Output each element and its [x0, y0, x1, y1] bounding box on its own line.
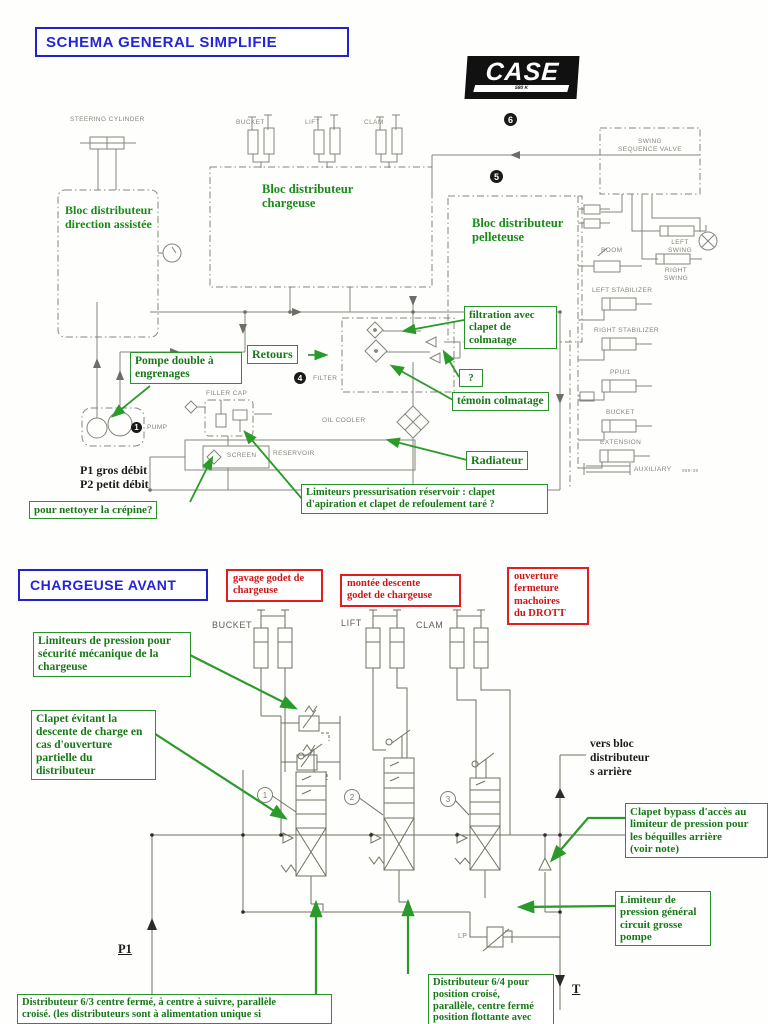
label-clam-top: CLAM — [364, 119, 384, 126]
note-filtration: filtration avec clapet de colmatage — [464, 306, 557, 349]
note-limiteurs-pression: Limiteurs de pression pour sécurité méca… — [33, 632, 191, 677]
label-steering-cylinder: STEERING CYLINDER — [70, 116, 145, 123]
note-crepine: pour nettoyer la crépine? — [29, 501, 158, 520]
label-right-stabilizer: RIGHT STABILIZER — [594, 327, 660, 334]
label-bucket-bottom: BUCKET — [212, 620, 253, 630]
block-pelleteuse: Bloc distributeur pelleteuse — [472, 216, 564, 245]
chargeuse-lines — [150, 609, 640, 1012]
note-retours: Retours — [247, 345, 298, 365]
label-oil-cooler: OIL COOLER — [322, 417, 366, 424]
label-pump: PUMP — [147, 424, 168, 431]
note-vers-bloc: vers bloc distributeur s arrière — [590, 738, 650, 778]
marker-6: 6 — [504, 113, 517, 126]
label-extension: EXTENSION — [600, 439, 642, 446]
label-filter: FILTER — [313, 375, 338, 382]
case-logo-text: CASE — [484, 58, 561, 86]
schema-title: SCHEMA GENERAL SIMPLIFIE — [46, 33, 278, 51]
annotation-arrows — [110, 319, 468, 503]
annotation-arrows-bottom — [145, 649, 625, 994]
label-lift-bottom: LIFT — [341, 618, 362, 628]
note-limiteur-general: Limiteur de pression général circuit gro… — [615, 891, 711, 947]
note-clapet-descente: Clapet évitant la descente de charge en … — [31, 710, 156, 781]
chargeuse-arrowheads — [147, 788, 565, 987]
marker-valve-3: 3 — [440, 791, 456, 807]
label-fig-no: 989-38 — [682, 468, 699, 473]
label-left-swing: LEFT SWING — [668, 239, 693, 255]
label-lp: LP — [458, 933, 468, 940]
note-ouverture-drott: ouverture fermeture machoires du DROTT — [507, 567, 589, 625]
marker-4: 4 — [294, 372, 306, 384]
label-left-stabilizer: LEFT STABILIZER — [592, 287, 653, 294]
label-right-swing: RIGHT SWING — [664, 267, 689, 283]
note-limiteurs-reservoir: Limiteurs pressurisation réservoir : cla… — [301, 484, 548, 514]
label-auxiliary: AUXILIARY — [634, 466, 672, 473]
chargeuse-title-box: CHARGEUSE AVANT — [18, 569, 208, 601]
note-gavage: gavage godet de chargeuse — [226, 569, 323, 602]
label-lift-top: LIFT — [305, 119, 320, 126]
label-p1: P1 — [118, 942, 132, 956]
marker-valve-2: 2 — [344, 789, 360, 805]
label-reservoir: RESERVOIR — [273, 450, 315, 457]
label-boom: BOOM — [601, 247, 623, 254]
label-ppu1: PPU/1 — [610, 369, 631, 376]
block-direction-assistee: Bloc distributeur direction assistée — [65, 203, 153, 231]
label-screen: SCREEN — [227, 452, 257, 459]
case-logo: CASE 580 K — [464, 56, 580, 99]
note-montee-descente: montée descente godet de chargeuse — [340, 574, 461, 607]
chargeuse-title: CHARGEUSE AVANT — [30, 577, 177, 593]
note-temoin: témoin colmatage — [452, 392, 549, 411]
label-t: T — [572, 982, 581, 996]
case-logo-model: 580 K — [473, 85, 570, 92]
note-question: ? — [459, 369, 483, 388]
block-chargeuse: Bloc distributeur chargeuse — [262, 182, 354, 211]
schema-lines — [80, 114, 718, 491]
label-clam-bottom: CLAM — [416, 620, 444, 630]
schema-arrowheads — [93, 151, 564, 492]
marker-1: 1 — [131, 422, 142, 433]
note-radiateur: Radiateur — [466, 451, 528, 471]
note-p1-p2-debit: P1 gros débit P2 petit débit — [80, 463, 149, 492]
note-clapet-bypass: Clapet bypass d'accès au limiteur de pre… — [625, 803, 768, 859]
note-distributeur-63: Distributeur 6/3 centre fermé, à centre … — [17, 994, 332, 1024]
note-pompe-double: Pompe double à engrenages — [130, 352, 242, 384]
schema-dashed-blocks — [57, 127, 701, 488]
marker-5: 5 — [490, 170, 503, 183]
schema-title-box: SCHEMA GENERAL SIMPLIFIE — [35, 27, 349, 57]
marker-valve-1: 1 — [257, 787, 273, 803]
label-swing-sequence-valve: SWING SEQUENCE VALVE — [618, 138, 682, 154]
label-bucket-2: BUCKET — [606, 409, 635, 416]
note-distributeur-64: Distributeur 6/4 pour position croisé, p… — [428, 974, 554, 1024]
label-bucket-top: BUCKET — [236, 119, 265, 126]
label-filler-cap: FILLER CAP — [206, 390, 248, 397]
